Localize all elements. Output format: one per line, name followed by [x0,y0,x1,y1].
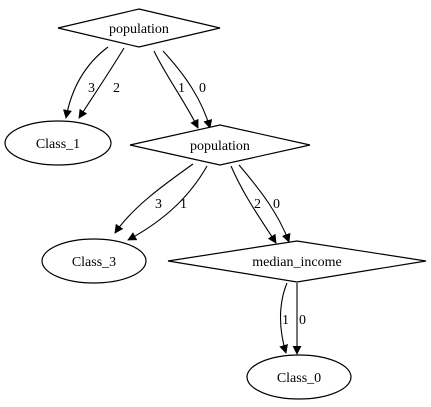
edge-label-mid-income-2: 2 [254,197,261,212]
node-label-class-3: Class_3 [72,255,116,270]
node-label-population-mid: population [190,139,250,154]
node-median-income: median_income [167,240,427,283]
edge-label-income-class0-1: 1 [282,313,289,328]
edge-root-class1-2 [78,47,125,119]
edge-label-root-mid-0: 0 [199,81,206,96]
edge-label-root-mid-1: 1 [178,81,185,96]
node-class-0: Class_0 [246,354,352,400]
edge-mid-class3-3 [114,163,194,234]
edge-label-root-class1-3: 3 [88,81,95,96]
node-population-root: population [57,8,221,48]
node-label-class-1: Class_1 [36,137,80,152]
node-label-population-root: population [109,22,169,37]
edge-label-mid-class3-1: 1 [180,197,187,212]
edge-root-mid-0 [162,50,213,129]
edge-mid-income-0 [238,164,291,243]
node-label-class-0: Class_0 [277,371,321,386]
edge-mid-income-2 [230,165,277,244]
nodes-group: population Class_1 population Class_3 me… [4,8,427,400]
edge-label-root-class1-2: 2 [113,81,120,96]
node-class-3: Class_3 [41,238,147,284]
edge-label-mid-class3-3: 3 [155,197,162,212]
node-label-median-income: median_income [252,255,341,270]
edge-label-income-class0-0: 0 [299,313,306,328]
edges-group: 3 2 1 0 3 1 2 0 1 0 [63,46,306,355]
node-population-mid: population [129,124,311,166]
edge-root-class1-3 [63,46,109,119]
edge-root-mid-1 [153,50,199,129]
edge-income-class0-1 [279,282,288,354]
edge-label-mid-income-0: 0 [273,197,280,212]
node-class-1: Class_1 [4,120,112,166]
edge-mid-class3-1 [127,165,208,241]
